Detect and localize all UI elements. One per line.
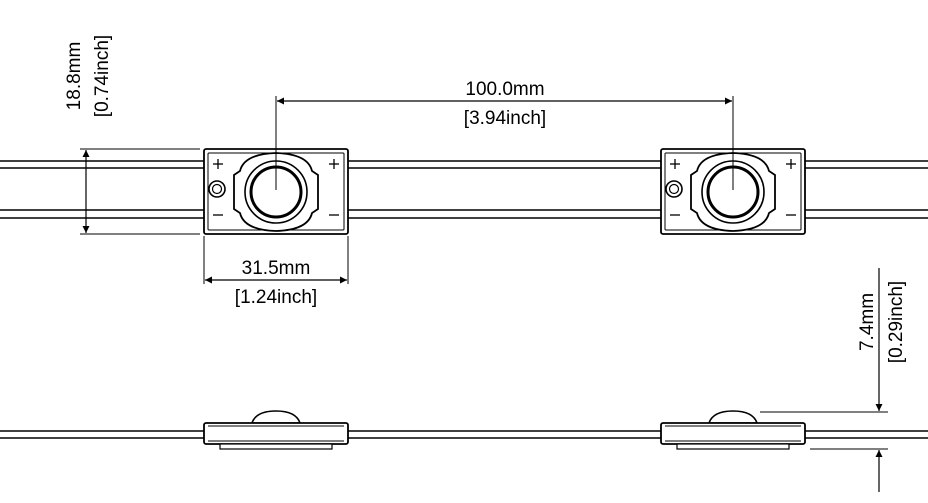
module-height-inch-label: [0.74inch] — [92, 35, 113, 117]
module-thickness-mm-label: 7.4mm — [857, 293, 878, 351]
module-thickness-dimension: 7.4mm [0.29inch] — [760, 268, 907, 492]
module-thickness-inch-label: [0.29inch] — [886, 281, 907, 363]
led-module-side-2 — [660, 410, 806, 450]
pitch-mm-label: 100.0mm — [465, 79, 544, 100]
polarity-plus-icon — [670, 159, 796, 169]
module-width-mm-label: 31.5mm — [242, 258, 311, 279]
led-module-side-1 — [203, 410, 349, 450]
pitch-inch-label: [3.94inch] — [464, 108, 546, 129]
pitch-dimension: 100.0mm [3.94inch] — [275, 79, 734, 190]
led-module-top-2 — [660, 148, 806, 235]
module-width-dimension: 31.5mm [1.24inch] — [203, 236, 349, 308]
side-view — [0, 410, 928, 450]
polarity-plus-icon — [213, 159, 339, 169]
top-view — [0, 148, 928, 235]
module-width-inch-label: [1.24inch] — [235, 287, 317, 308]
module-height-mm-label: 18.8mm — [64, 42, 85, 111]
module-height-dimension: 18.8mm [0.74inch] — [64, 35, 200, 235]
led-module-top-1 — [203, 148, 349, 235]
